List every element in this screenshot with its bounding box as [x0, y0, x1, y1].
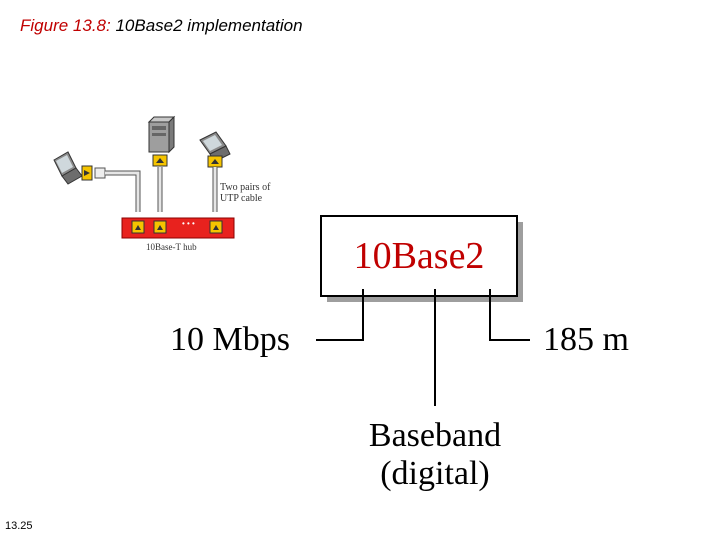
hub-icon [121, 217, 235, 239]
signal-label-line2: (digital) [380, 455, 490, 492]
slide-number: 13.25 [5, 520, 33, 532]
hub-label: 10Base-T hub [146, 242, 197, 252]
leader-lines [316, 289, 530, 406]
cable-label-line2: UTP cable [220, 193, 263, 204]
network-illustration: • • • Two pairs of UTP cable 10Base-T hu… [53, 115, 271, 252]
figure-caption: 10Base2 implementation [115, 16, 303, 35]
wall-jack-icon [81, 165, 93, 181]
hub-dots: • • • [182, 219, 195, 228]
length-label: 185 m [543, 321, 629, 358]
signal-label-line1: Baseband [369, 417, 501, 454]
slide-title: Figure 13.8: 10Base2 implementation [20, 16, 303, 36]
name-box [320, 215, 518, 297]
cable-label-line1: Two pairs of [220, 182, 271, 193]
figure-label: Figure 13.8: [20, 16, 111, 35]
server-icon [147, 115, 176, 167]
laptop-right-icon [199, 131, 231, 168]
rate-label: 10 Mbps [170, 321, 290, 358]
standard-name: 10Base2 [354, 235, 485, 277]
laptop-left-icon [53, 151, 83, 185]
